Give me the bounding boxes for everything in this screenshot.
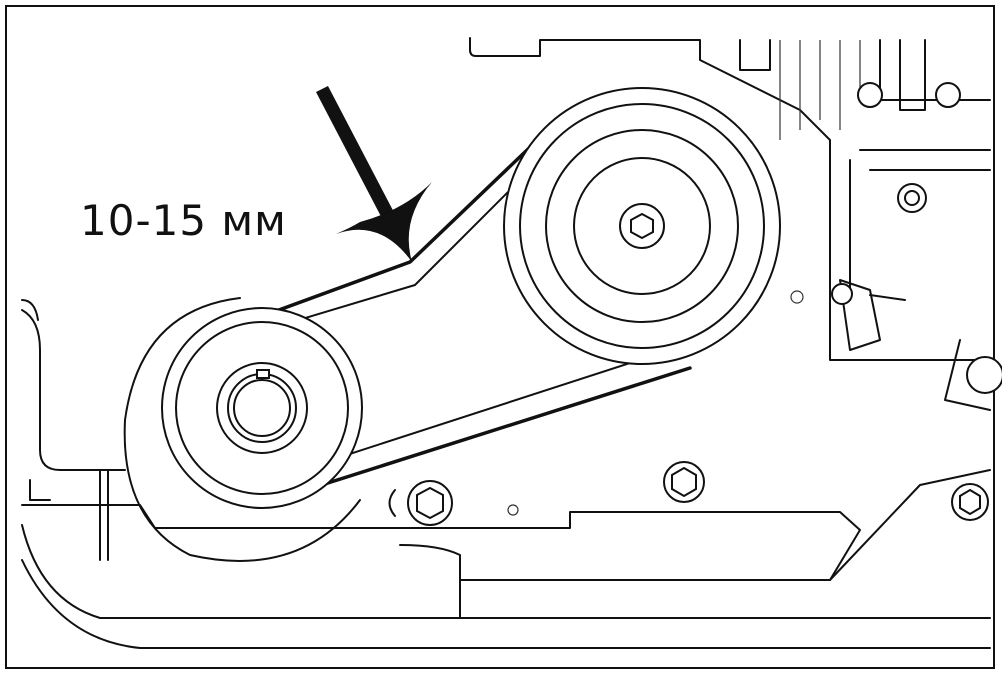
engine-block <box>469 37 1002 411</box>
figure-frame <box>5 5 995 669</box>
left-housing <box>21 299 126 501</box>
chassis <box>21 461 991 649</box>
arrow-down-right-icon <box>316 86 432 262</box>
driven-pulley <box>503 87 781 365</box>
drive-pulley <box>123 297 363 562</box>
deflection-measurement-label: 10-15 мм <box>80 196 287 245</box>
